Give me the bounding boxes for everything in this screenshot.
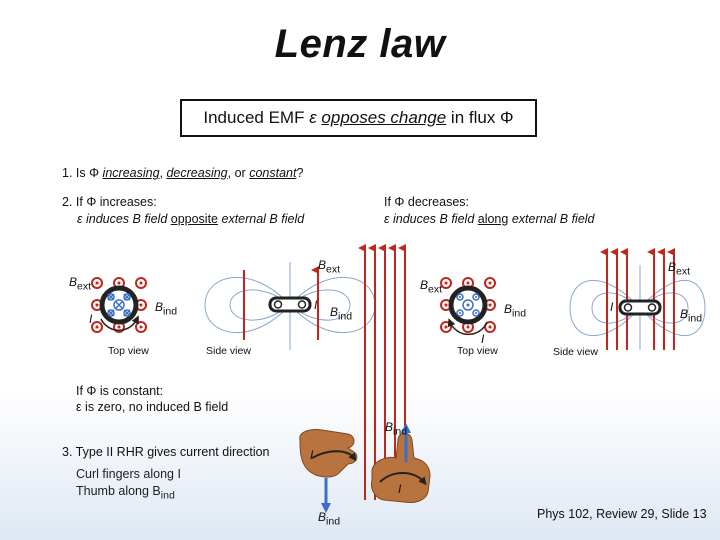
current-label-far-right: I bbox=[610, 300, 614, 314]
bind-label-left: Bind bbox=[155, 300, 178, 318]
bext-label-center: Bext bbox=[318, 258, 341, 276]
rhr-line1: Curl fingers along I bbox=[76, 467, 181, 481]
side-view-decreasing bbox=[569, 248, 706, 350]
constant-body: ε is zero, no induced B field bbox=[76, 400, 229, 414]
rhr-title: 3. Type II RHR gives current direction bbox=[62, 445, 270, 459]
statement-opposes: opposes change bbox=[321, 108, 447, 127]
increase-title: 2. If Φ increases: bbox=[62, 195, 157, 209]
top-view-decreasing bbox=[440, 277, 496, 336]
page-title: Lenz law bbox=[274, 22, 446, 66]
current-label-left: I bbox=[89, 312, 93, 326]
side-view-label-left: Side view bbox=[206, 345, 251, 357]
bext-label-left: Bext bbox=[69, 275, 92, 293]
current-label-right: I bbox=[481, 332, 485, 346]
top-view-label-left: Top view bbox=[108, 345, 149, 357]
current-label-hand-1: I bbox=[310, 448, 314, 462]
rhr-line2: Thumb along Bind bbox=[76, 484, 175, 502]
right-hand-icon bbox=[299, 423, 431, 513]
statement-eps: ε bbox=[309, 108, 317, 127]
bind-label-far-right: Bind bbox=[680, 307, 703, 325]
bext-label-right: Bext bbox=[420, 278, 443, 296]
bext-label-far-right: Bext bbox=[668, 260, 691, 278]
top-view-label-right: Top view bbox=[457, 345, 498, 357]
bind-label-hand-top: Bind bbox=[385, 420, 408, 438]
bind-label-right: Bind bbox=[504, 302, 527, 320]
decrease-rule: ε induces B field along external B field bbox=[384, 212, 595, 226]
lenz-statement-box: Induced EMF ε opposes change in flux Φ bbox=[180, 99, 537, 137]
statement-before: Induced EMF bbox=[203, 108, 310, 127]
current-label-side-left: I bbox=[314, 298, 318, 312]
bind-label-hand-bottom: Bind bbox=[318, 510, 341, 528]
decrease-title: If Φ decreases: bbox=[384, 195, 470, 209]
slide-footer: Phys 102, Review 29, Slide 13 bbox=[537, 507, 707, 521]
increase-rule: ε induces B field opposite external B fi… bbox=[77, 212, 305, 226]
side-view-label-right: Side view bbox=[553, 346, 598, 358]
current-label-hand-2: I bbox=[398, 482, 402, 496]
question-1: 1. Is Φ increasing, decreasing, or const… bbox=[62, 166, 304, 180]
top-view-increasing bbox=[91, 277, 147, 333]
constant-title: If Φ is constant: bbox=[76, 384, 164, 398]
statement-after: in flux Φ bbox=[446, 108, 514, 127]
bind-label-side-left: Bind bbox=[330, 305, 353, 323]
